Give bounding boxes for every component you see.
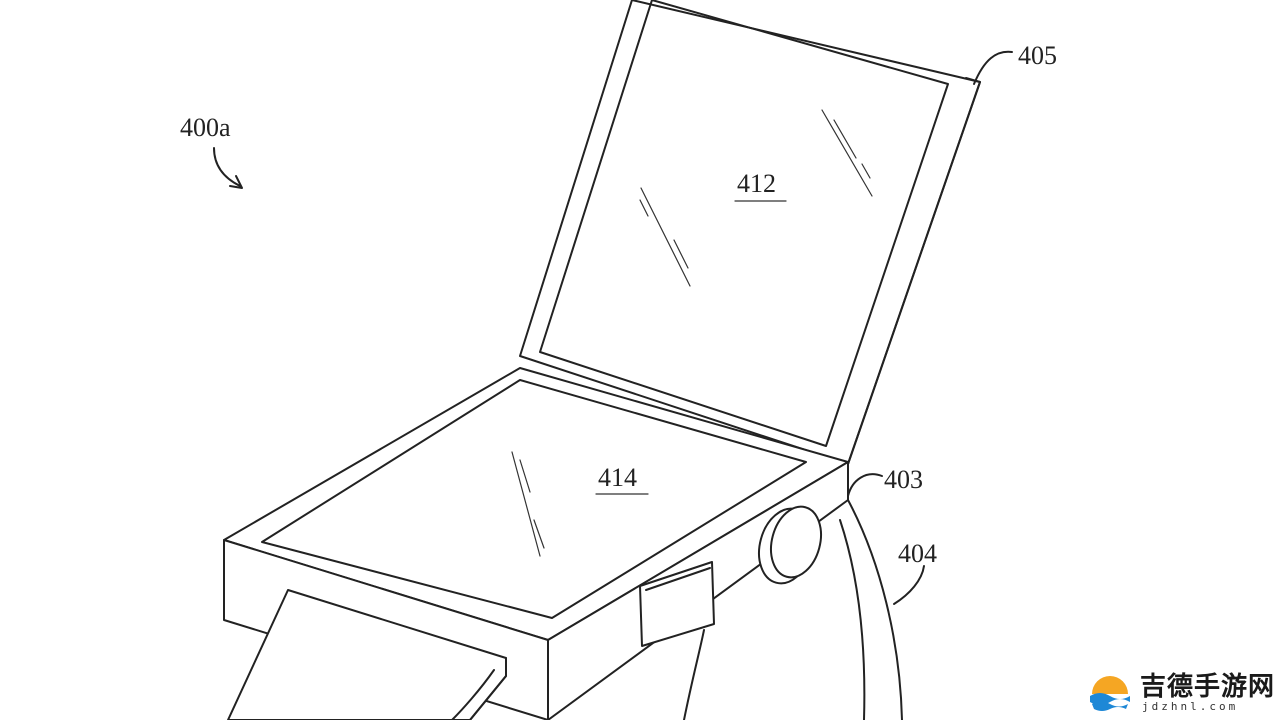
label-414: 414	[598, 463, 637, 492]
crown-dial	[758, 505, 822, 585]
watermark-logo-icon	[1090, 676, 1130, 711]
label-403: 403	[884, 465, 923, 494]
leader-lines	[213, 50, 1013, 605]
label-404: 404	[898, 539, 937, 568]
label-400a: 400a	[180, 113, 231, 142]
band-right	[683, 499, 903, 720]
watermark-subtitle: jdzhnl.com	[1142, 700, 1239, 713]
watermark-title: 吉德手游网	[1140, 672, 1276, 702]
band-left	[227, 589, 507, 720]
label-405: 405	[1018, 41, 1057, 70]
side-button	[639, 561, 715, 647]
label-412: 412	[737, 169, 776, 198]
base-glare-marks	[511, 451, 545, 557]
lid-glare-marks	[639, 109, 873, 287]
watermark: 吉德手游网 jdzhnl.com	[1086, 664, 1276, 716]
